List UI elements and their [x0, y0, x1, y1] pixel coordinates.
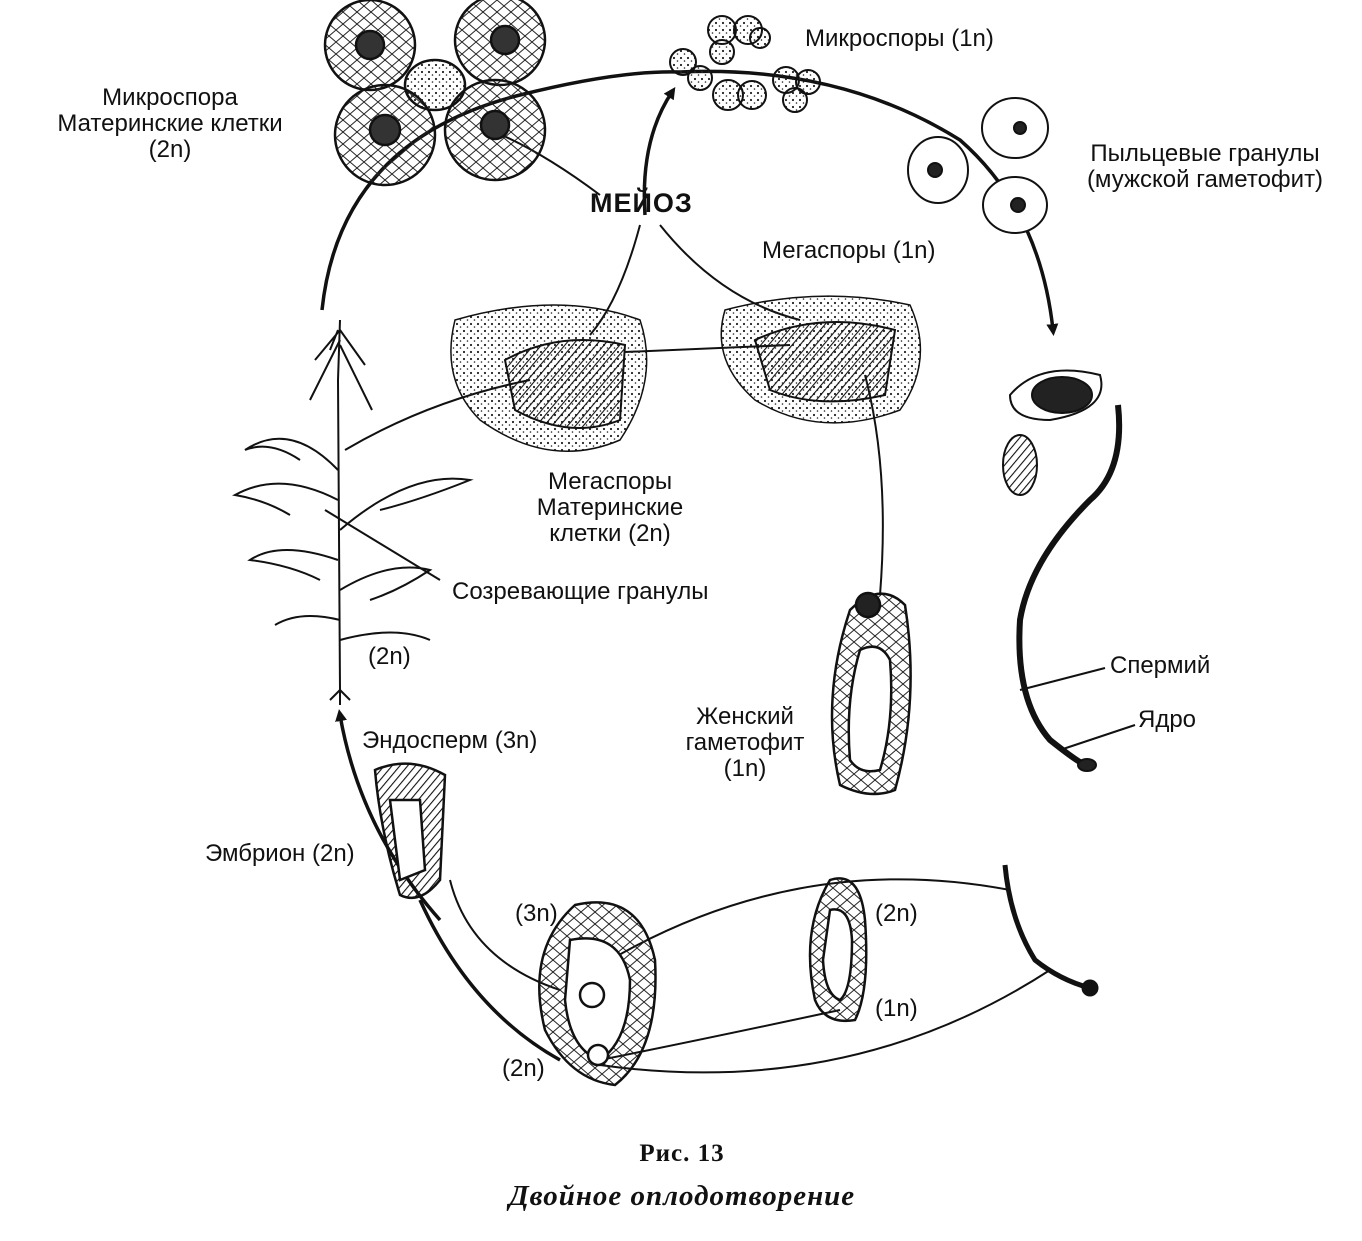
megaspore-mother-cells — [450, 304, 648, 452]
pollen-grains — [907, 97, 1049, 234]
connector-ovule-to-sperm-top — [609, 878, 1011, 961]
label-female-gametophyte-line1: Женский — [696, 703, 794, 730]
label-endosperm: Эндосперм (3n) — [362, 727, 538, 754]
label-megaspore-mother-line2: Материнские — [536, 494, 684, 521]
label-ovule-2n: (2n) — [502, 1055, 545, 1082]
label-megaspore-mother-line1: Мегаспоры — [547, 468, 673, 495]
label-pollen-line1: Пыльцевые гранулы — [1090, 140, 1320, 167]
connector-sperm-label — [1019, 667, 1106, 691]
megaspores — [720, 295, 922, 424]
microspores — [669, 15, 821, 113]
connector-ovule-to-sperm-bottom — [599, 969, 1051, 1074]
label-microspore-mother-line1: Микроспора — [102, 84, 238, 111]
label-megaspore-mother-line3: клетки (2n) — [549, 520, 671, 547]
label-sperm: Спермий — [1110, 652, 1211, 679]
label-embryo: Эмбрион (2n) — [205, 840, 355, 867]
label-microspore-mother-line3: (2n) — [148, 136, 192, 163]
label-sac-2n: (2n) — [875, 900, 918, 927]
arrow-ovule-to-embryo — [418, 899, 561, 1062]
label-maturing-granules: Созревающие гранулы — [452, 578, 709, 605]
fertilized-ovule — [538, 901, 657, 1087]
corn-plant — [232, 319, 474, 705]
endosperm-embryo — [373, 762, 447, 900]
microspore-mother-cells — [323, 0, 547, 187]
label-nucleus: Ядро — [1138, 706, 1197, 733]
thin-connectors — [324, 129, 1136, 1074]
figure-number: Рис. 13 — [639, 1140, 725, 1167]
label-female-gametophyte-line3: (1n) — [723, 755, 767, 782]
connector-nucleus-label — [1059, 724, 1136, 751]
label-meiosis: МЕЙОЗ — [590, 188, 693, 218]
label-microspores: Микроспоры (1n) — [805, 25, 994, 52]
female-gametophyte — [830, 591, 912, 796]
label-microspore-mother-line2: Материнские клетки — [57, 110, 283, 137]
cycle-arrows — [320, 69, 1059, 1062]
pollen-tube — [1002, 369, 1123, 772]
embryo-sac-small — [808, 877, 868, 1023]
label-megaspores: Мегаспоры (1n) — [762, 237, 936, 264]
pollen-tube-bottom — [1002, 864, 1099, 997]
label-pollen-line2: (мужской гаметофит) — [1086, 166, 1324, 193]
label-female-gametophyte-line2: гаметофит — [685, 729, 805, 756]
figure-title: Двойное оплодотворение — [508, 1180, 856, 1212]
label-ovule-3n: (3n) — [515, 900, 558, 927]
label-sac-1n: (1n) — [875, 995, 918, 1022]
label-plant-ploidy: (2n) — [368, 643, 411, 670]
arrow-meiosis-to-microspores — [642, 87, 676, 216]
